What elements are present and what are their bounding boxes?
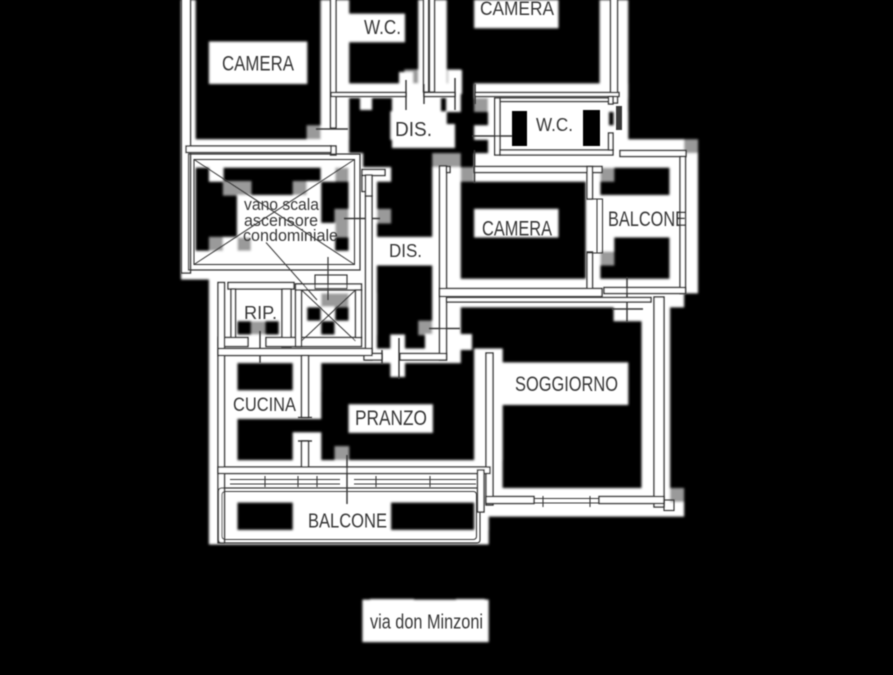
svg-text:condominiale: condominiale [243,226,338,245]
svg-text:via don Minzoni: via don Minzoni [370,612,483,634]
svg-text:W.C.: W.C. [364,17,401,39]
svg-text:W.C.: W.C. [536,115,573,135]
svg-text:DIS.: DIS. [395,119,432,141]
svg-text:vano scala: vano scala [244,195,319,214]
svg-text:DIS.: DIS. [389,241,422,261]
svg-text:CUCINA: CUCINA [233,395,296,416]
svg-text:RIP.: RIP. [244,303,277,323]
svg-text:CAMERA: CAMERA [222,53,294,76]
svg-text:BALCONE: BALCONE [608,208,686,231]
svg-text:SOGGIORNO: SOGGIORNO [515,373,618,396]
svg-text:ascensore: ascensore [244,211,318,230]
svg-text:CAMERA: CAMERA [482,218,552,241]
svg-text:CAMERA: CAMERA [480,0,554,20]
svg-text:PRANZO: PRANZO [355,407,427,430]
svg-text:BALCONE: BALCONE [308,511,387,533]
